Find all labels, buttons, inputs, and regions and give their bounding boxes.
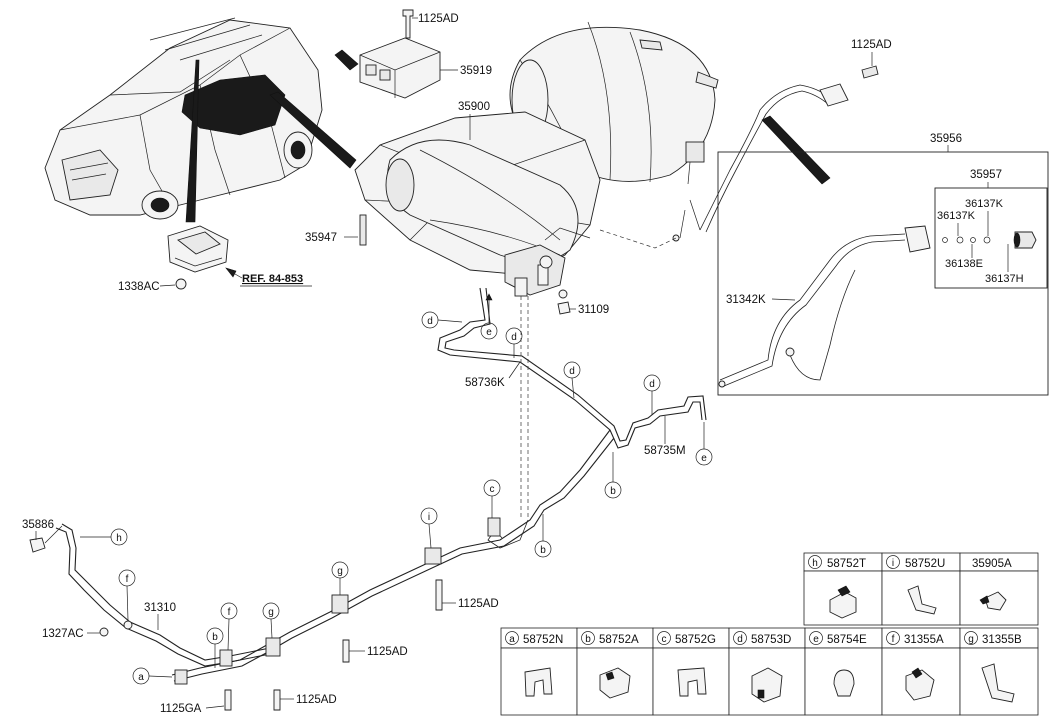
svg-text:h: h [116, 533, 122, 544]
legend-bottom-letter-0: a [509, 634, 515, 645]
label-1125ad-right: 1125AD [851, 39, 892, 51]
legend-bottom-part-4: 58754E [827, 634, 867, 646]
label-36137h: 36137H [985, 273, 1024, 285]
legend-top-part-1: 58752U [905, 558, 945, 570]
label-36137k-b: 36137K [937, 210, 976, 222]
svg-text:d: d [511, 332, 517, 343]
legend-bottom-letter-1: b [585, 634, 591, 645]
vehicle-illustration [44, 17, 359, 223]
label-58736k: 58736K [465, 377, 505, 389]
label-31109: 31109 [578, 304, 609, 316]
svg-text:e: e [701, 453, 707, 464]
svg-text:d: d [649, 379, 655, 390]
legend-top-letter-1: i [892, 558, 894, 569]
ref-label[interactable]: REF. 84-853 [242, 273, 303, 285]
label-35957: 35957 [970, 169, 1002, 181]
svg-text:b: b [610, 486, 616, 497]
label-31310: 31310 [144, 602, 176, 614]
svg-text:e: e [486, 327, 492, 338]
svg-text:g: g [337, 566, 343, 577]
label-35919: 35919 [460, 65, 492, 77]
svg-text:c: c [490, 484, 495, 495]
legend-top-part-0: 58752T [827, 558, 866, 570]
filler-hose [672, 65, 879, 242]
svg-text:a: a [138, 672, 144, 683]
svg-text:b: b [540, 545, 546, 556]
svg-text:i: i [428, 512, 430, 523]
label-36138e: 36138E [945, 258, 983, 270]
label-1125ga: 1125GA [160, 703, 202, 715]
plug-35905a-icon [984, 591, 1007, 611]
label-1125ad-low2: 1125AD [296, 694, 337, 706]
ecu-35919 [359, 9, 441, 99]
legend-bottom-part-6: 31355B [982, 634, 1022, 646]
label-58735m: 58735M [644, 445, 686, 457]
label-1125ad-top: 1125AD [418, 13, 459, 25]
bracket-84-853 [167, 225, 229, 290]
legend-bottom-part-2: 58752G [675, 634, 716, 646]
legend-bottom-letter-3: d [737, 634, 743, 645]
legend-bottom: a 58752N b 58752A c 58752G d 58753D e 58… [500, 627, 1039, 716]
label-1327ac: 1327AC [42, 628, 84, 640]
svg-text:d: d [569, 366, 575, 377]
clip-58752n-icon [524, 667, 553, 697]
fuel-tank-assembly-35900 [354, 111, 601, 299]
legend-bottom-part-0: 58752N [523, 634, 563, 646]
clip-31355a-icon [905, 669, 935, 701]
svg-text:b: b [212, 632, 218, 643]
label-36137k-a: 36137K [965, 198, 1004, 210]
label-35900: 35900 [458, 101, 490, 113]
legend-top-part-2: 35905A [972, 558, 1012, 570]
clip-58752u-icon [907, 585, 937, 615]
clip-58752g-icon [677, 667, 707, 697]
label-35886: 35886 [22, 519, 54, 531]
label-35947: 35947 [305, 232, 337, 244]
label-31342k: 31342K [726, 294, 766, 306]
legend-bottom-letter-5: f [892, 634, 895, 645]
legend-top: h 58752T i 58752U 35905A [803, 552, 1039, 626]
svg-text:f: f [126, 574, 129, 585]
svg-text:g: g [268, 607, 274, 618]
svg-text:d: d [427, 316, 433, 327]
svg-text:f: f [228, 607, 231, 618]
legend-bottom-letter-6: g [968, 634, 974, 645]
label-35956: 35956 [930, 133, 962, 145]
legend-bottom-part-1: 58752A [599, 634, 639, 646]
legend-bottom-letter-4: e [813, 634, 819, 645]
legend-bottom-letter-2: c [662, 634, 667, 645]
label-1125ad-low1: 1125AD [367, 646, 408, 658]
clip-31355b-icon [981, 663, 1015, 703]
legend-bottom-part-3: 58753D [751, 634, 791, 646]
label-1338ac: 1338AC [118, 281, 160, 293]
label-1125ad-mid: 1125AD [458, 598, 499, 610]
fuel-lines [29, 287, 707, 711]
clip-58754e-icon [833, 669, 855, 697]
letter-callouts: d e d d d e b c b i [80, 293, 713, 685]
filler-detail-box [717, 145, 1049, 396]
legend-bottom-part-5: 31355A [904, 634, 944, 646]
legend-top-letter-0: h [812, 558, 818, 569]
